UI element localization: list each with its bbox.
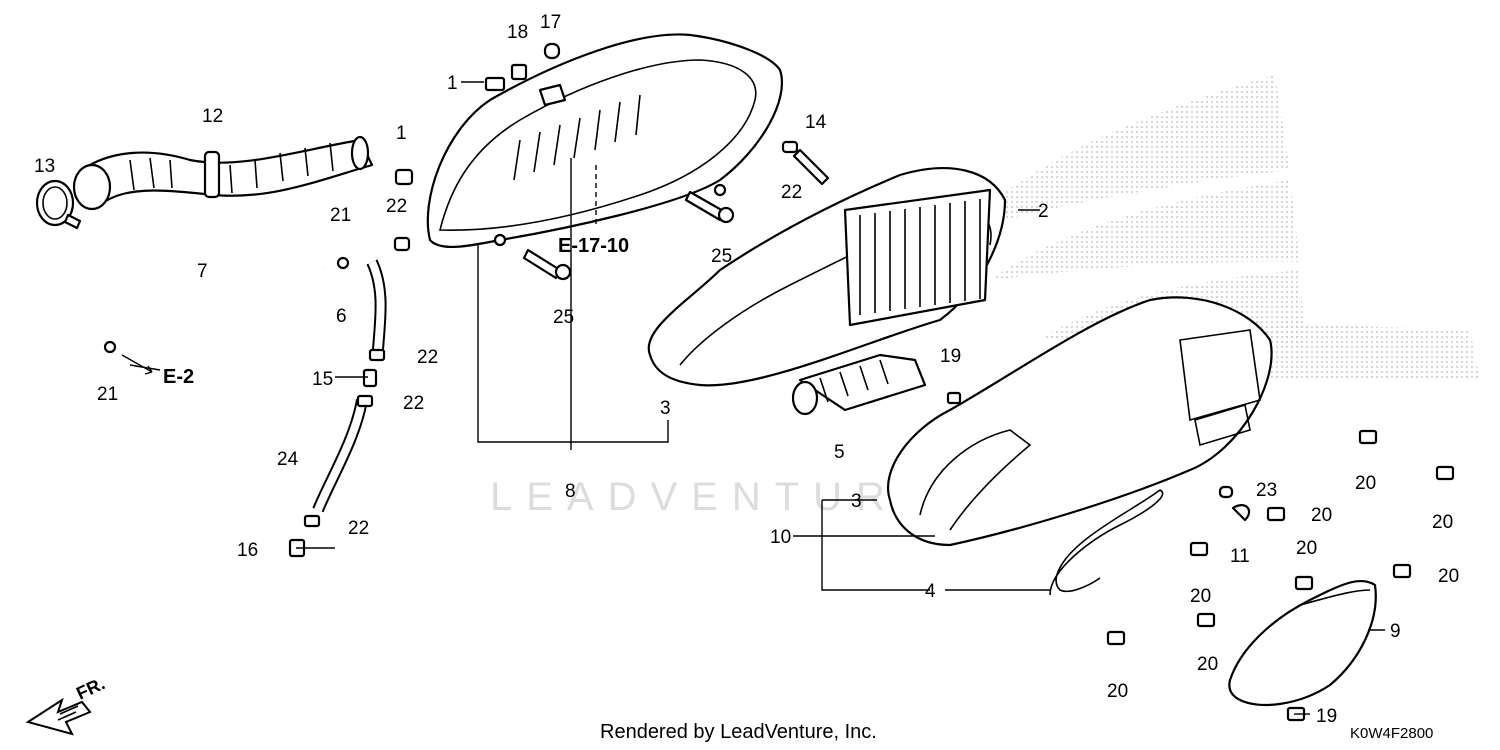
- callout-5: 5: [834, 442, 845, 463]
- callout-20d: 20: [1296, 538, 1317, 559]
- leader-lines: [129, 81, 1385, 715]
- callout-7: 7: [197, 261, 208, 282]
- drawing-code: K0W4F2800: [1350, 725, 1433, 742]
- callout-4: 4: [925, 581, 936, 602]
- clamp-part: [35, 179, 82, 230]
- callout-19a: 19: [940, 346, 961, 367]
- ref-e2: E-2: [163, 366, 194, 388]
- gasket-4: [1049, 489, 1164, 596]
- callout-20e: 20: [1190, 586, 1211, 607]
- callout-2: 2: [1038, 201, 1049, 222]
- callout-20g: 20: [1197, 654, 1218, 675]
- callout-labels: 1 1 2 3 3 4 5 6 7 8 9 10 11 12 13 14 15 …: [34, 12, 1459, 727]
- callout-14: 14: [805, 112, 827, 133]
- callout-11: 11: [1230, 546, 1250, 567]
- callout-20a: 20: [1355, 473, 1376, 494]
- watermark-text: LEADVENTURE: [490, 475, 940, 519]
- callout-21b: 21: [97, 384, 118, 405]
- callout-1a: 1: [447, 73, 458, 94]
- callout-10: 10: [770, 527, 791, 548]
- callout-18: 18: [507, 22, 528, 43]
- callout-19b: 19: [1316, 706, 1337, 727]
- callout-22c: 22: [417, 347, 438, 368]
- callout-22e: 22: [348, 518, 369, 539]
- credit-text: Rendered by LeadVenture, Inc.: [600, 721, 877, 743]
- air-filter-element: [647, 167, 1007, 387]
- callout-24: 24: [277, 449, 299, 470]
- air-cleaner-case: [887, 296, 1273, 547]
- hose-7-fill: [75, 264, 327, 349]
- callout-22a: 22: [386, 196, 407, 217]
- callout-9: 9: [1390, 621, 1401, 642]
- connecting-tube-part: [791, 353, 927, 416]
- front-label: FR.: [73, 673, 108, 703]
- callout-15: 15: [312, 369, 333, 390]
- callout-1b: 1: [396, 123, 407, 144]
- front-arrow-icon: [25, 697, 92, 736]
- callout-20b: 20: [1432, 512, 1453, 533]
- ref-e2-arrow: [121, 354, 153, 375]
- ref-e17-10: E-17-10: [558, 235, 629, 257]
- air-cleaner-housing: [426, 33, 783, 249]
- callout-12: 12: [202, 106, 223, 127]
- cover-9-part: [1228, 580, 1377, 707]
- hose-24-fill: [314, 399, 366, 512]
- callout-22b: 22: [781, 182, 802, 203]
- callout-22d: 22: [403, 393, 424, 414]
- callout-8: 8: [565, 481, 576, 502]
- callout-6: 6: [336, 306, 347, 327]
- callout-17: 17: [540, 12, 561, 33]
- callout-16: 16: [237, 540, 258, 561]
- callout-20h: 20: [1107, 681, 1128, 702]
- callout-21a: 21: [330, 205, 351, 226]
- callout-13: 13: [34, 156, 55, 177]
- callout-23: 23: [1256, 480, 1277, 501]
- callout-3a: 3: [660, 398, 671, 419]
- fasteners: [393, 42, 1251, 522]
- callout-20c: 20: [1311, 505, 1332, 526]
- callout-25b: 25: [553, 307, 574, 328]
- intake-duct-part: [72, 135, 374, 211]
- callout-25a: 25: [711, 246, 732, 267]
- hose-6-fill: [368, 260, 385, 351]
- callout-3b: 3: [851, 491, 862, 512]
- callout-20f: 20: [1438, 566, 1459, 587]
